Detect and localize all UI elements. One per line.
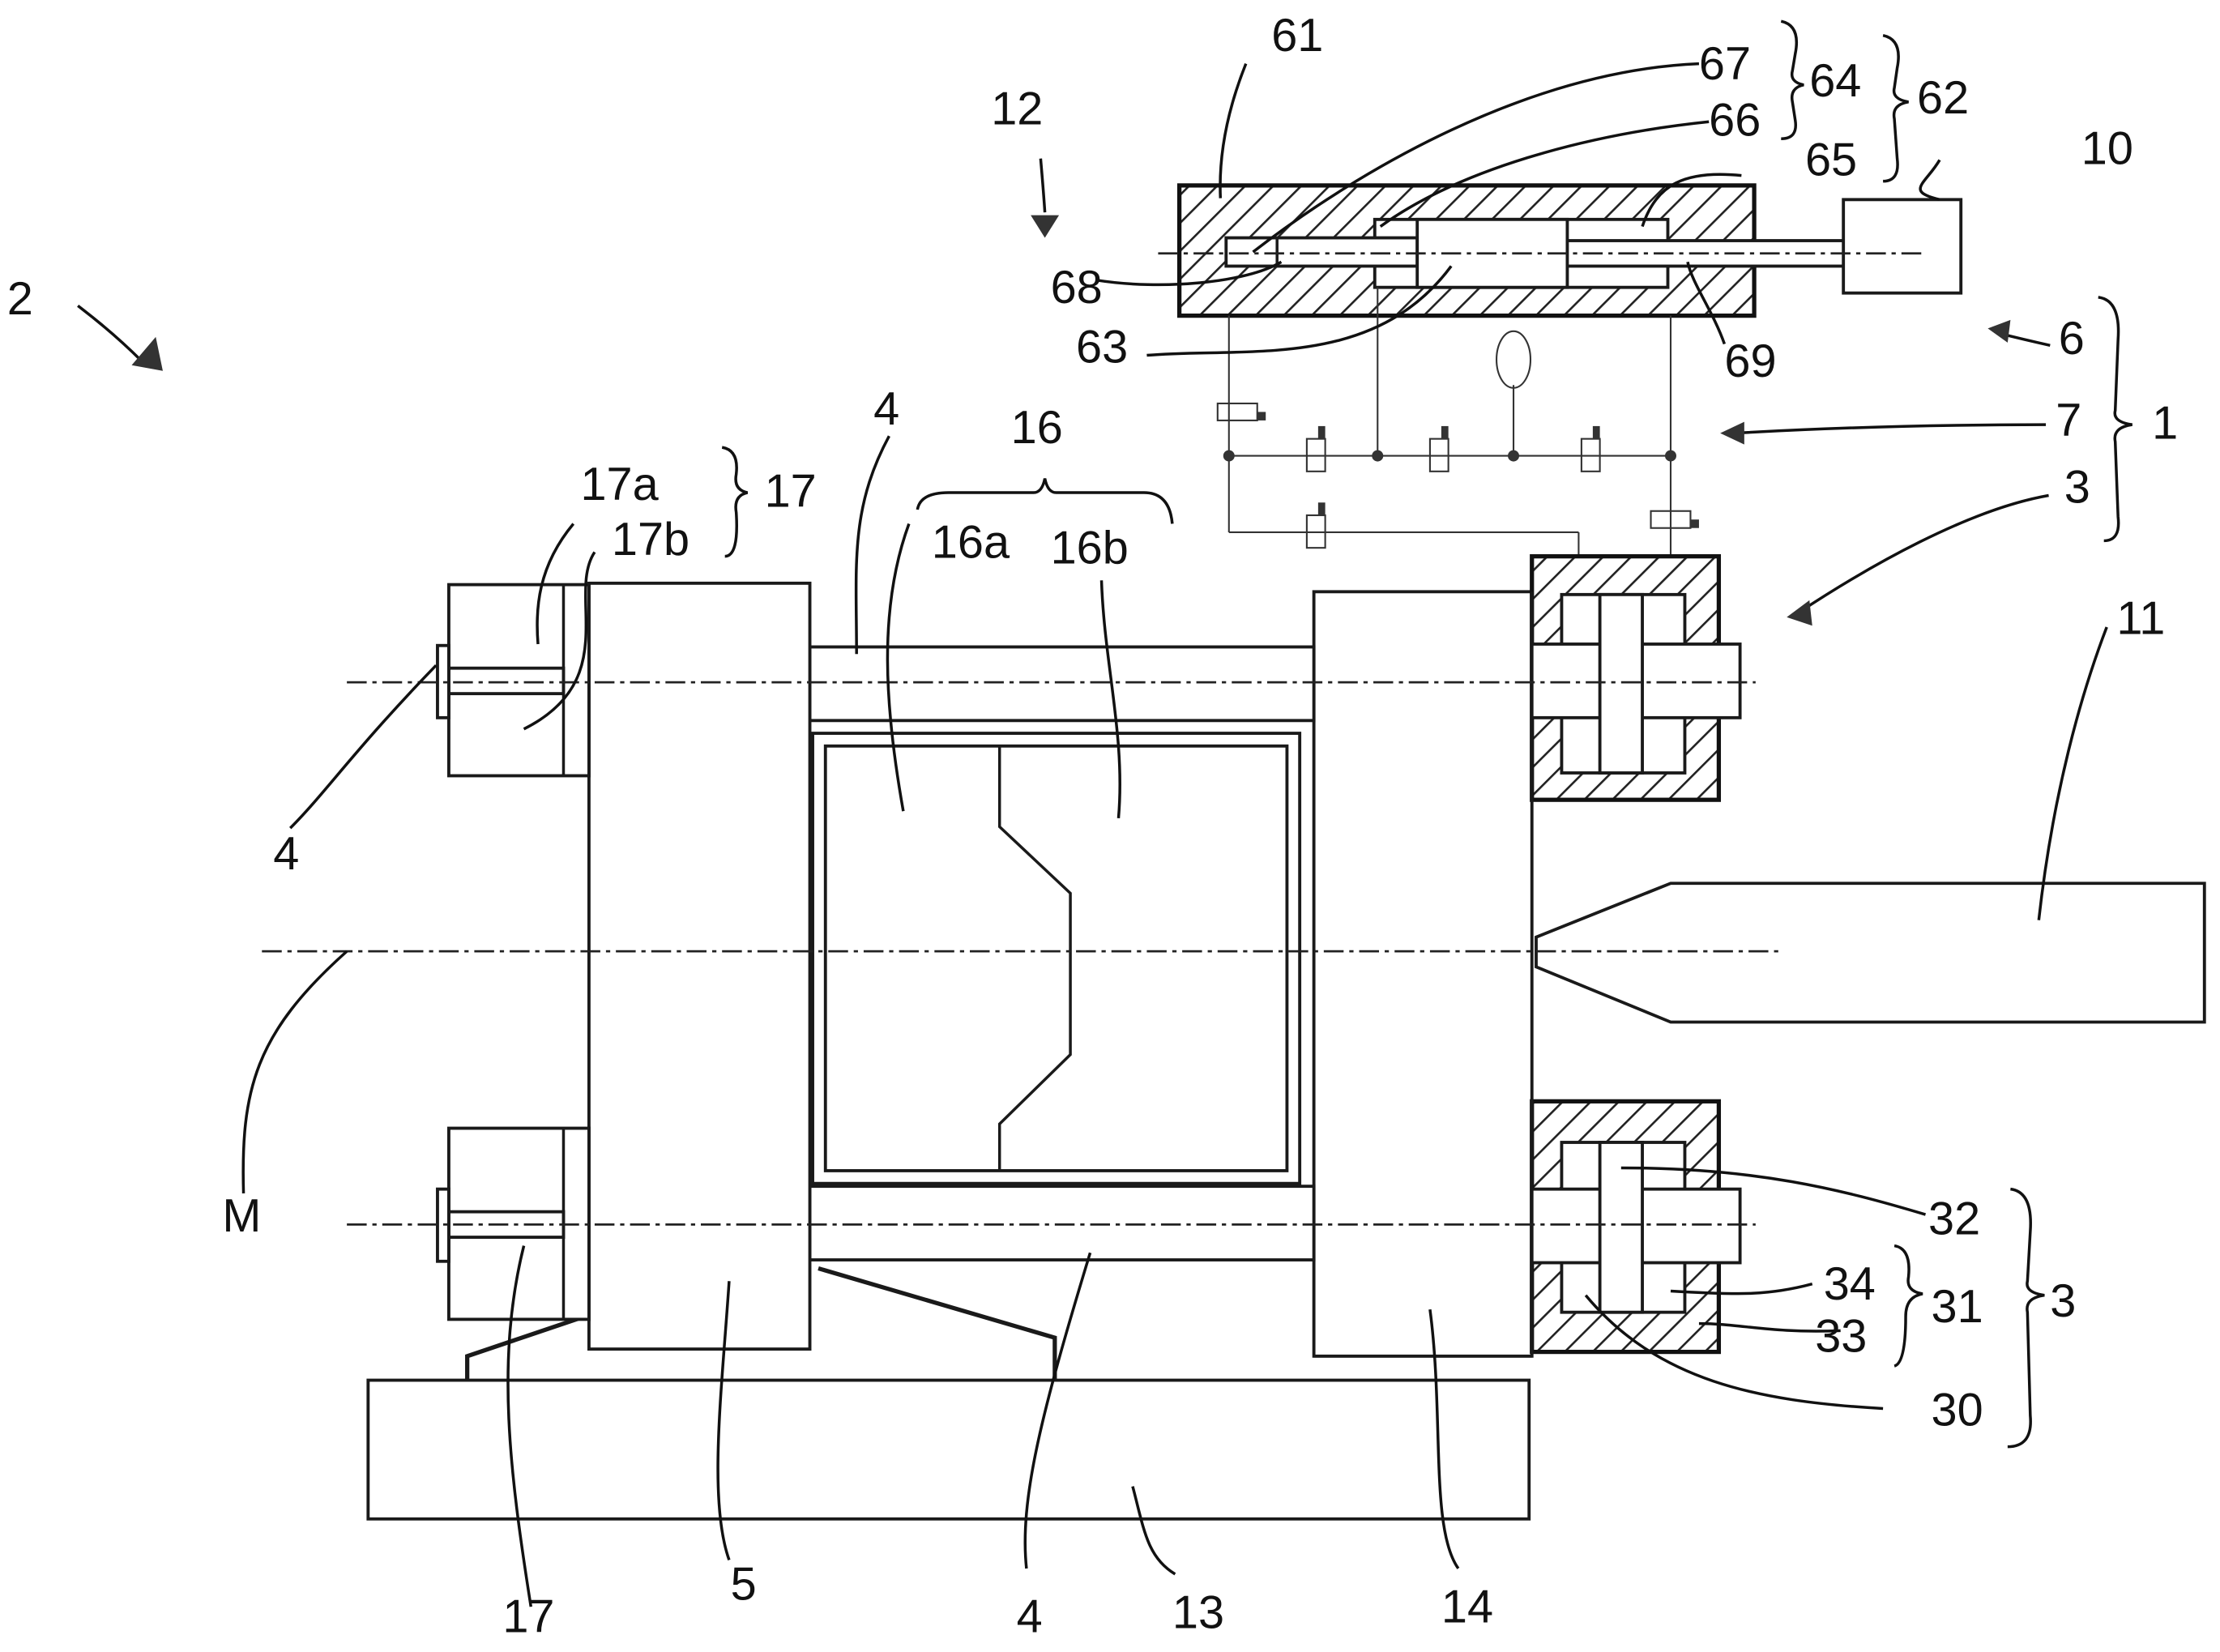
label-3-right: 3: [2050, 1275, 2076, 1327]
label-16: 16: [1011, 402, 1063, 454]
clamp-cylinder-upper: [1530, 554, 1742, 802]
label-17-top: 17: [765, 466, 817, 518]
machine-base: [366, 1378, 1531, 1521]
braces: [721, 19, 2132, 1449]
label-2: 2: [7, 273, 33, 325]
mold: [823, 744, 1289, 1172]
piston-rod-left: [1224, 236, 1420, 268]
platen-support-left: [465, 1316, 582, 1381]
valve: [1650, 510, 1699, 529]
valve: [1305, 425, 1326, 472]
label-13: 13: [1172, 1586, 1224, 1638]
label-7: 7: [2056, 395, 2081, 446]
label-4-top: 4: [873, 383, 899, 435]
valve: [1580, 425, 1601, 472]
label-6: 6: [2059, 313, 2085, 365]
hydraulic-cylinder: [1158, 183, 1963, 318]
injection-unit: [1535, 881, 2206, 1024]
label-16a: 16a: [932, 516, 1010, 568]
label-4-bottom: 4: [1017, 1591, 1043, 1643]
sensor-box-10: [1842, 198, 1963, 295]
nut-unit-upper: [436, 583, 591, 778]
label-17b: 17b: [612, 514, 689, 566]
clamp-cylinder-lower: [1530, 1099, 1742, 1355]
moving-platen: [587, 581, 812, 1351]
label-31: 31: [1932, 1281, 1983, 1333]
label-65: 65: [1805, 134, 1857, 186]
valve: [1428, 425, 1449, 472]
label-68: 68: [1051, 262, 1103, 314]
label-34: 34: [1824, 1258, 1876, 1310]
valve: [1305, 502, 1326, 549]
label-17a: 17a: [580, 459, 659, 510]
label-63: 63: [1076, 321, 1128, 373]
mold-parting-line: [997, 745, 1072, 1171]
label-33: 33: [1815, 1311, 1867, 1363]
label-30: 30: [1932, 1384, 1983, 1436]
label-16b: 16b: [1051, 522, 1129, 574]
reference-labels: 2 12 61 67 64 62 66 10 65 68 63 69 6 7 1…: [7, 10, 2178, 1643]
label-32: 32: [1928, 1193, 1980, 1245]
label-10: 10: [2081, 123, 2133, 175]
label-64: 64: [1809, 55, 1861, 107]
label-5: 5: [731, 1558, 757, 1610]
label-17-bottom: 17: [502, 1591, 554, 1643]
accumulator: [1496, 330, 1532, 389]
label-66: 66: [1709, 95, 1761, 147]
valve: [1216, 402, 1266, 421]
label-1: 1: [2152, 398, 2178, 450]
hydraulic-circuit: [1216, 287, 1699, 560]
leader-lines: [77, 62, 2108, 1607]
label-M: M: [222, 1190, 261, 1242]
label-3-top: 3: [2064, 461, 2090, 513]
label-11: 11: [2116, 593, 2165, 645]
label-4-left: 4: [273, 828, 299, 880]
label-61: 61: [1271, 10, 1323, 62]
platen-support-right: [818, 1266, 1057, 1381]
fixed-platen: [1312, 590, 1534, 1358]
label-69: 69: [1724, 335, 1776, 387]
label-67: 67: [1699, 38, 1751, 90]
label-62: 62: [1917, 72, 1969, 124]
label-12: 12: [991, 83, 1043, 135]
label-14: 14: [1441, 1581, 1493, 1633]
tie-bar-lower: [808, 1185, 1316, 1261]
tie-bar-upper: [808, 645, 1316, 723]
